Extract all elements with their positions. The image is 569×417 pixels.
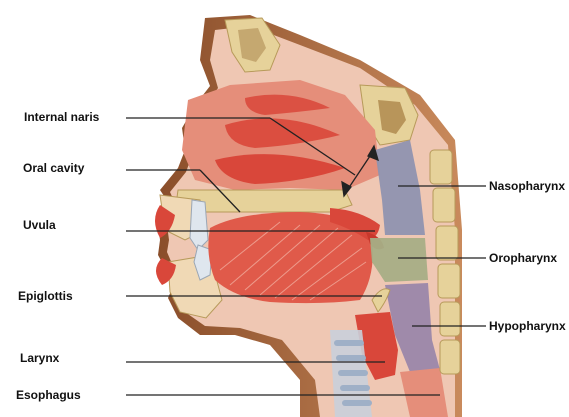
label-larynx: Larynx — [20, 351, 59, 365]
label-hypopharynx: Hypopharynx — [489, 319, 566, 333]
label-esophagus: Esophagus — [16, 388, 81, 402]
label-uvula: Uvula — [23, 218, 56, 232]
upper-tooth — [190, 200, 208, 250]
label-oropharynx: Oropharynx — [489, 251, 557, 265]
label-epiglottis: Epiglottis — [18, 289, 73, 303]
label-nasopharynx: Nasopharynx — [489, 179, 565, 193]
label-internal-naris: Internal naris — [24, 110, 99, 124]
label-oral-cavity: Oral cavity — [23, 161, 84, 175]
